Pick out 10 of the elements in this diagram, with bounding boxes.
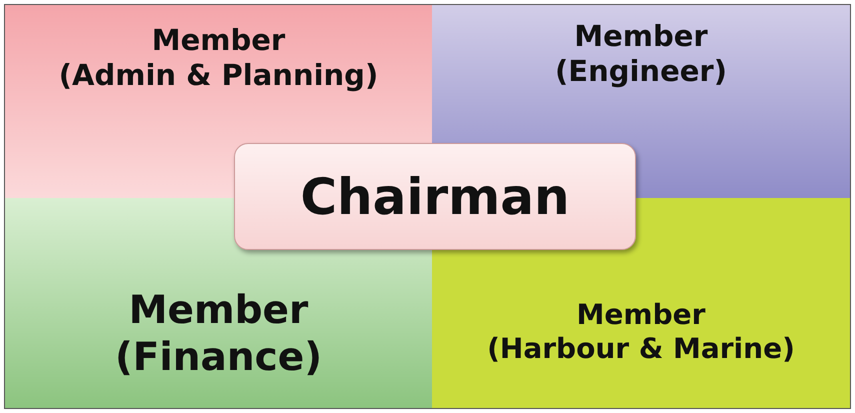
member-label: Member (Engineer) xyxy=(555,19,727,89)
member-label: Member (Harbour & Marine) xyxy=(487,298,795,366)
title-label: Chairman xyxy=(300,166,570,226)
member-label: Member (Finance) xyxy=(114,288,322,382)
title-box xyxy=(234,143,636,250)
quadrant-panel xyxy=(5,250,432,408)
quadrant-panel xyxy=(432,250,850,408)
quadrant-panel xyxy=(5,5,432,143)
quadrant-panel xyxy=(432,5,850,143)
member-label: Member (Admin & Planning) xyxy=(58,23,378,93)
